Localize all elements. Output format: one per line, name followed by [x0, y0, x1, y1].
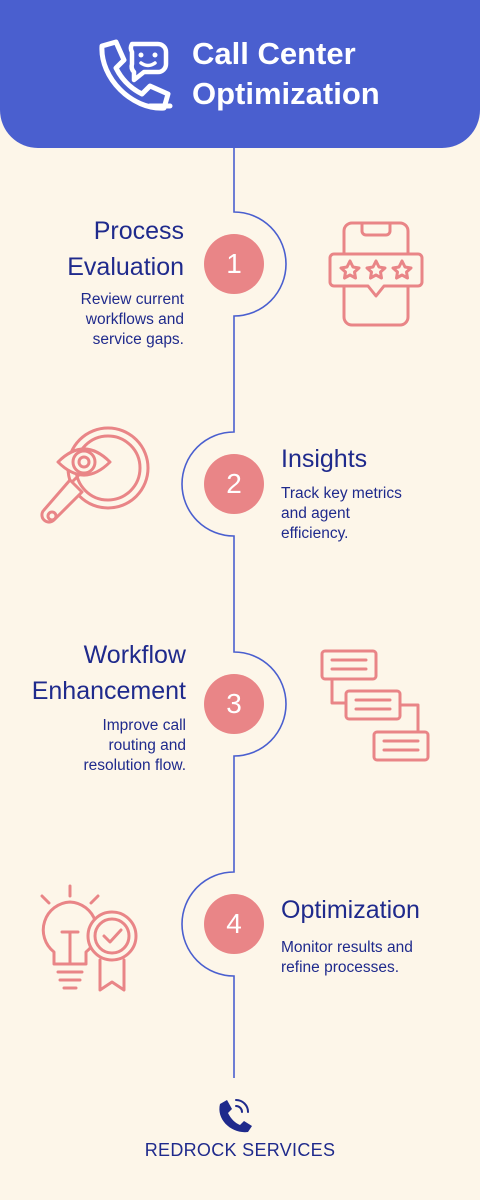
step-4-title: Optimization [281, 892, 476, 928]
step-1-desc-line-3: service gaps. [92, 331, 184, 348]
step-1-description: Review current workflows and service gap… [20, 290, 184, 350]
title-line-1: Call Center [192, 36, 356, 71]
page-title: Call Center Optimization [192, 34, 452, 114]
step-2-desc-line-1: Track key metrics [281, 485, 402, 502]
workflow-boxes-icon [320, 649, 430, 762]
step-2-title-line-1: Insights [281, 445, 368, 473]
step-2-title: Insights [281, 441, 471, 477]
step-4-desc-line-2: refine processes. [281, 959, 400, 976]
company-name: REDROCK SERVICES [144, 1140, 336, 1160]
phone-rating-icon [328, 221, 424, 327]
search-eye-icon [40, 426, 150, 524]
phone-chat-icon [99, 39, 173, 111]
step-1-number: 1 [204, 234, 264, 294]
step-3-title: Workflow Enhancement [10, 637, 186, 709]
step-3-description: Improve call routing and resolution flow… [10, 716, 186, 776]
step-2-number: 2 [204, 454, 264, 514]
step-4-desc-line-1: Monitor results and [281, 939, 413, 956]
step-4-number: 4 [204, 894, 264, 954]
step-2-desc-line-2: and agent [281, 505, 350, 522]
step-3-number: 3 [204, 674, 264, 734]
step-1-desc-line-2: workflows and [85, 311, 184, 328]
step-1-title-line-1: Process [93, 217, 184, 245]
step-3-title-line-2: Enhancement [31, 677, 186, 705]
title-line-2: Optimization [192, 76, 380, 111]
bulb-badge-icon [40, 884, 138, 992]
step-1-title: Process Evaluation [20, 213, 184, 285]
step-4-description: Monitor results and refine processes. [281, 938, 476, 978]
step-2-description: Track key metrics and agent efficiency. [281, 484, 471, 544]
step-3-desc-line-2: routing and [108, 737, 186, 754]
step-3-desc-line-1: Improve call [102, 717, 186, 734]
phone-ringing-icon [219, 1099, 252, 1133]
step-1-desc-line-1: Review current [80, 291, 184, 308]
step-3-desc-line-3: resolution flow. [83, 757, 186, 774]
step-4-title-line-1: Optimization [281, 896, 420, 924]
step-3-title-line-1: Workflow [83, 641, 186, 669]
step-2-desc-line-3: efficiency. [281, 525, 349, 542]
step-1-title-line-2: Evaluation [67, 253, 184, 281]
header-banner: Call Center Optimization [0, 0, 480, 148]
